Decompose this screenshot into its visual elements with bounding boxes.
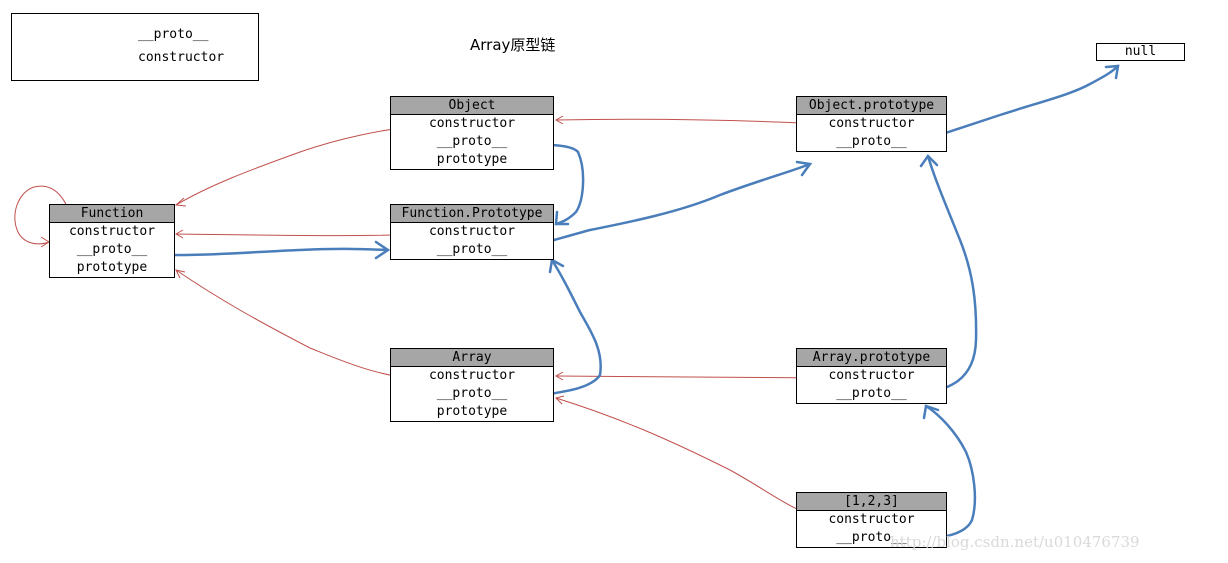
diagram-title: Array原型链 [470, 36, 556, 54]
function-prototype-proto-arrowhead [795, 160, 813, 177]
array-prototype-node: Array.prototype constructor __proto__ [796, 348, 947, 404]
array-instance-proto-arrowhead [922, 404, 940, 420]
array-prototype-constructor-field: constructor [828, 368, 915, 383]
function-prototype-proto-field: __proto__ [436, 242, 508, 257]
watermark: http://blog.csdn.net/u010476739 [890, 533, 1140, 551]
array-constructor-field: constructor [428, 368, 516, 383]
object-prototype-proto-arrowhead [1104, 64, 1120, 80]
object-prototype-node-title: Object.prototype [797, 97, 946, 115]
object-prototype-field: prototype [436, 152, 508, 167]
array-instance-proto-field: __proto__ [836, 530, 907, 545]
array-constructor-arrow [175, 269, 429, 381]
array-node-title: Array [391, 349, 553, 367]
array-instance-node-title: [1,2,3] [797, 493, 946, 511]
array-prototype-constructor-arrow [555, 375, 827, 379]
object-prototype-proto-field: __proto__ [836, 134, 907, 149]
object-proto-field: __proto__ [436, 134, 508, 149]
function-node: Function constructor __proto__ prototype [49, 204, 175, 278]
object-prototype-constructor-arrow [555, 118, 827, 125]
function-prototype-constructor-arrowhead [174, 229, 184, 239]
object-constructor-arrow [175, 123, 429, 206]
object-constructor-arrowhead [174, 197, 187, 207]
array-constructor-arrowhead [175, 269, 186, 279]
array-prototype-proto-arrowhead [919, 154, 939, 168]
legend-constructor-label: constructor [138, 50, 225, 65]
array-proto-arrow [522, 258, 602, 400]
array-proto-arrowhead [548, 258, 565, 274]
function-node-title: Function [50, 205, 174, 223]
array-prototype-proto-field: __proto__ [836, 386, 907, 401]
array-instance-proto-arrow [904, 404, 977, 544]
object-prototype-constructor-field: constructor [828, 116, 915, 131]
array-prototype-node-title: Array.prototype [797, 349, 946, 367]
function-prototype-node: Function.Prototype constructor __proto__ [390, 204, 554, 260]
function-prototype-constructor-field: constructor [428, 224, 516, 239]
object-prototype-proto-arrow [904, 64, 1120, 148]
object-node-title: Object [391, 97, 553, 115]
legend-proto-label: __proto__ [138, 27, 209, 42]
function-proto-arrowhead [374, 240, 391, 260]
function-constructor-loop-arrow [14, 185, 73, 245]
function-prototype-field: prototype [76, 260, 148, 275]
array-prototype-proto-arrow [904, 154, 978, 398]
legend-box: __proto__ constructor [11, 13, 259, 81]
function-proto-field: __proto__ [76, 242, 148, 257]
function-proto-arrow [144, 247, 390, 257]
array-instance-constructor-arrowhead [555, 395, 565, 405]
object-proto-arrowhead [554, 210, 570, 226]
object-node: Object constructor __proto__ prototype [390, 96, 554, 170]
array-instance-constructor-field: constructor [828, 512, 915, 527]
object-constructor-field: constructor [428, 116, 516, 131]
function-constructor-field: constructor [68, 224, 156, 239]
function-prototype-node-title: Function.Prototype [391, 205, 553, 223]
array-proto-field: __proto__ [436, 386, 508, 401]
array-prototype-constructor-arrowhead [554, 371, 564, 381]
array-instance-node: [1,2,3] constructor __proto__ [796, 492, 947, 548]
array-instance-constructor-arrow [555, 397, 827, 521]
object-prototype-node: Object.prototype constructor __proto__ [796, 96, 947, 152]
array-node: Array constructor __proto__ prototype [390, 348, 554, 422]
array-prototype-field: prototype [436, 404, 508, 419]
object-prototype-constructor-arrowhead [554, 115, 564, 125]
null-box: null [1096, 43, 1185, 61]
